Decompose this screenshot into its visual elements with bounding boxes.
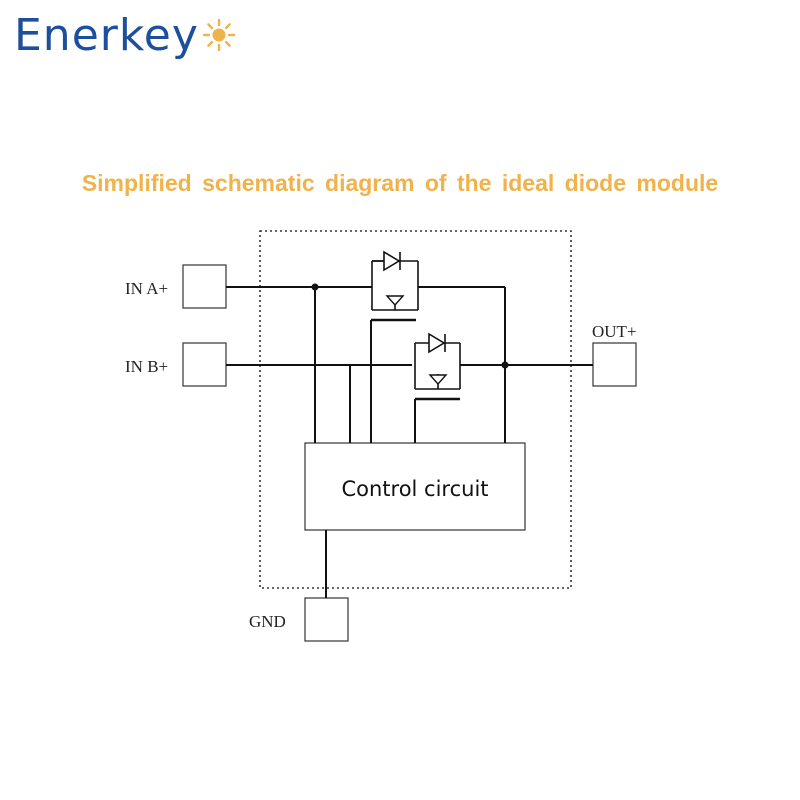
diode-icon bbox=[372, 250, 401, 272]
sun-icon bbox=[202, 18, 236, 52]
pin-box-in-b bbox=[182, 342, 227, 387]
enerkey-logo: Enerkey bbox=[14, 6, 236, 76]
pin-label-out: OUT+ bbox=[592, 322, 637, 341]
pin-label-in-b: IN B+ bbox=[125, 357, 168, 376]
junction-out bbox=[501, 361, 509, 369]
diode-icon bbox=[428, 332, 446, 354]
control-circuit-label: Control circuit bbox=[341, 477, 488, 501]
module-boundary bbox=[259, 230, 572, 589]
pin-box-in-a bbox=[182, 264, 227, 309]
pin-label-in-a: IN A+ bbox=[125, 279, 168, 298]
page-title: Simplified schematic diagram of the idea… bbox=[81, 170, 719, 196]
pin-label-gnd: GND bbox=[249, 612, 286, 631]
mosfet-body-arrow-icon bbox=[428, 374, 448, 386]
pin-box-gnd bbox=[304, 597, 349, 642]
pin-box-out bbox=[592, 342, 637, 387]
junction-in-a bbox=[311, 283, 319, 291]
mosfet-body-arrow-icon bbox=[385, 295, 405, 307]
brand-name: Enerkey bbox=[14, 10, 199, 61]
control-circuit-block bbox=[304, 442, 526, 531]
